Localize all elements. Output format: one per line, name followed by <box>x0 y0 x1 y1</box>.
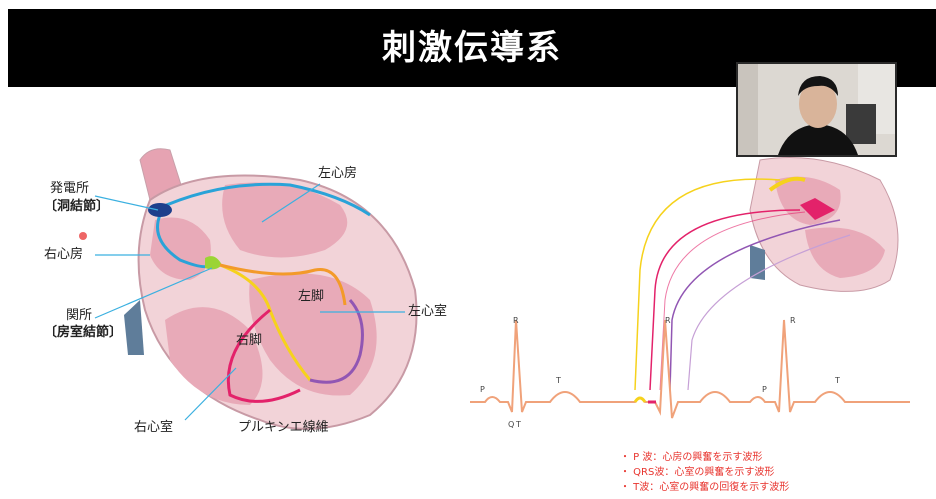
left-ventricle-label: 左心室 <box>408 304 448 319</box>
right-ventricle-label: 右心室 <box>134 420 174 435</box>
left-atrium-label: 左心房 <box>318 166 358 181</box>
sa-node-label-sub: 〔洞結節〕 <box>44 199 110 214</box>
bundle-orange <box>219 263 347 306</box>
heart-diagram <box>124 148 418 430</box>
ecg-r-label: R <box>513 316 519 325</box>
ecg-p3-label: P <box>762 385 767 394</box>
webcam-overlay <box>736 62 897 157</box>
ecg-r2-label: R <box>665 316 671 325</box>
left-bundle-label: 左脚 <box>298 289 325 304</box>
legend-t: ・ T波：心室の興奮の回復を示す波形 <box>620 482 790 493</box>
conduction-blue <box>154 182 371 217</box>
ecg-t-label: T <box>556 376 561 385</box>
slide-title: 刺激伝導系 <box>382 28 562 68</box>
top-strip <box>0 0 936 9</box>
sa-node-label: 発電所 <box>50 181 90 196</box>
purkinje-label: プルキンエ線維 <box>238 420 329 435</box>
av-node-label-sub: 〔房室結節〕 <box>44 325 123 340</box>
ecg-legend: ・ P 波：心房の興奮を示す波形 ・ QRS波：心室の興奮を示す波形 ・ T波：… <box>620 450 789 495</box>
purkinje-purple <box>309 298 364 384</box>
right-atrium-label: 右心房 <box>44 247 84 262</box>
right-bundle-label: 右脚 <box>236 333 263 348</box>
av-node-label: 関所 <box>66 308 93 323</box>
av-node <box>205 256 222 270</box>
left-atrium-chamber <box>222 182 348 258</box>
right-ventricle-chamber <box>165 307 263 405</box>
purkinje-red <box>226 308 301 403</box>
ecg-q-label: Q <box>508 420 515 429</box>
ecg-p-label: P <box>480 385 485 394</box>
ecg-diagram <box>470 157 910 419</box>
ecg-s-label: T <box>516 420 521 429</box>
legend-p: ・ P 波：心房の興奮を示す波形 <box>620 452 763 463</box>
vena-cava <box>124 300 144 355</box>
sa-node <box>148 203 172 217</box>
small-heart <box>749 157 899 292</box>
ecg-r3-label: R <box>790 316 796 325</box>
ecg-trace <box>470 319 910 419</box>
legend-qrs: ・ QRS波：心室の興奮を示す波形 <box>620 467 775 478</box>
ecg-t3-label: T <box>835 376 840 385</box>
presenter-video <box>738 64 895 155</box>
